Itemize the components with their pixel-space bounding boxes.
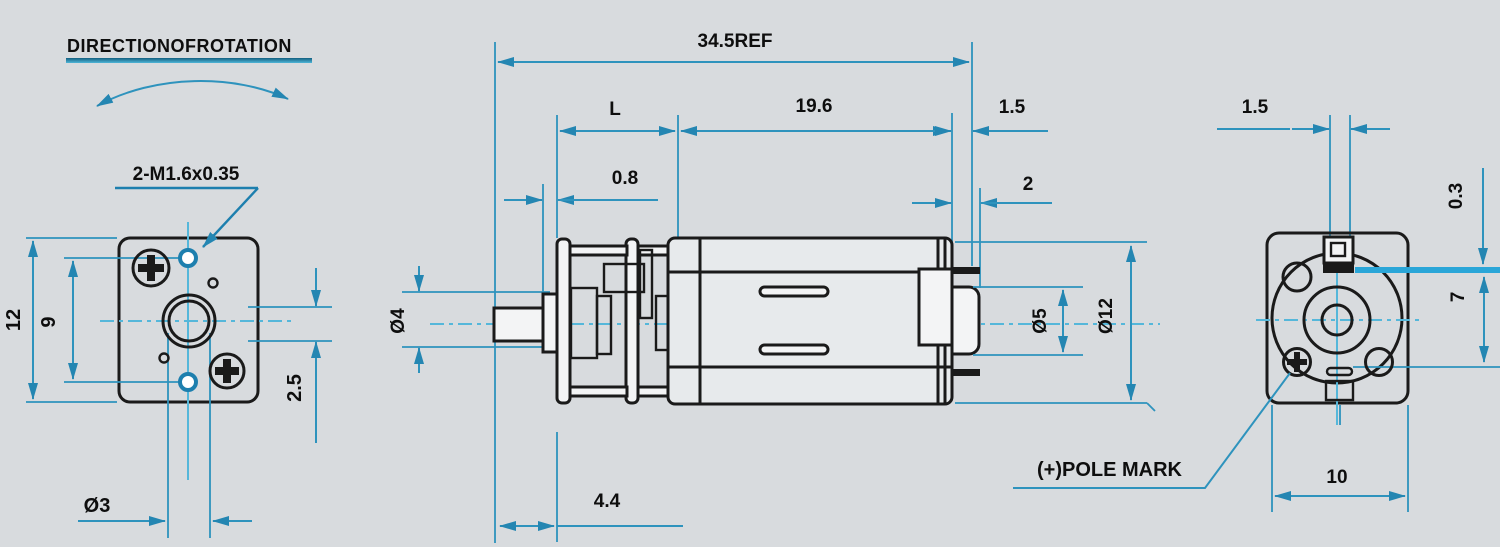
overall-dim-label: 34.5REF: [698, 31, 773, 52]
shaft-dia-extension-lines: [402, 291, 550, 348]
gearbox-tie-rod-bottom-right: [636, 385, 671, 398]
shaft-dia-label: Ø4: [388, 308, 409, 334]
end-cap-boss: [950, 285, 981, 356]
gearbox-mid-plate: [624, 237, 640, 405]
gear-column: [638, 248, 654, 320]
dia3-label: Ø3: [84, 495, 111, 517]
motor-length-label: 19.6: [796, 96, 833, 117]
endcap-dim-label: 2: [1023, 174, 1034, 195]
rear-hole-top-left: [1281, 261, 1313, 293]
terminal-bottom: [952, 369, 980, 376]
motor-body: [666, 236, 954, 406]
rear-terminal-label: 1.5: [1242, 97, 1269, 118]
dim12-extension-lines: [26, 237, 117, 403]
body-dia-label: Ø12: [1096, 298, 1117, 334]
screw-top-left-cross-v: [147, 255, 155, 281]
direction-of-rotation-label: DIRECTIONOFROTATION: [67, 36, 292, 56]
rear-hole-bottom-right: [1364, 347, 1394, 377]
boss-dim-label: 0.8: [612, 168, 638, 189]
pole-mark-cross-v: [1294, 352, 1300, 372]
bottom-margin: [0, 547, 1500, 560]
bearing-collar: [541, 292, 559, 354]
rotation-arrow: [96, 80, 289, 107]
dim2p5-label: 2.5: [284, 374, 306, 402]
pole-mark-leader: [1013, 372, 1291, 489]
mount-hole-bottom: [178, 372, 198, 392]
terminal-top: [952, 267, 980, 274]
rear-bottom-bracket: [1324, 379, 1355, 402]
cap-boss-extension-lines: [973, 286, 1083, 356]
gearbox-front-plate: [555, 237, 572, 405]
side-view: 34.5REF L 19.6 1.5 0.8 2 Ø4: [388, 31, 1160, 543]
gearbox-tie-rod-top-left: [568, 244, 629, 257]
shaft-boss-inner: [167, 299, 211, 343]
thread-callout-leader: [202, 187, 259, 248]
screw-top-left: [131, 248, 171, 288]
front-view: 12 9 2.5 Ø3 2-M1.6x0.35: [3, 164, 332, 538]
gearbox-tie-rod-bottom-left: [568, 385, 629, 398]
rear-slot: [1325, 366, 1354, 377]
screw-bottom-right: [208, 352, 246, 390]
brush-cap-notch: [917, 267, 954, 347]
screw-bottom-right-cross-v: [223, 359, 231, 383]
length-extension-lines: [556, 113, 953, 250]
rear-terminal-outer: [1322, 235, 1355, 265]
pole-mark-screw: [1282, 347, 1312, 377]
pole-mark-label: (+)POLE MARK: [1037, 459, 1183, 481]
mount-hole-top: [178, 248, 198, 268]
rear-terminal-inner: [1329, 241, 1347, 258]
cap-boss-label: Ø5: [1030, 308, 1051, 334]
gear-2: [595, 294, 613, 356]
terminal-thickness-label: 0.3: [1446, 183, 1467, 209]
motor-body-edge-lines: [668, 270, 952, 369]
terminal-dim-label: 1.5: [999, 97, 1026, 118]
dim12-label: 12: [3, 309, 25, 331]
dim10-label: 10: [1326, 467, 1347, 488]
output-shaft: [492, 306, 548, 343]
vent-slot-bottom: [758, 343, 830, 356]
gear-pinion-top: [602, 262, 646, 294]
dim9-label: 9: [38, 316, 60, 327]
rotation-note: DIRECTIONOFROTATION: [66, 36, 312, 107]
dim10-extension-lines: [1271, 405, 1409, 512]
dim9-extension-lines: [64, 257, 184, 383]
rear-center-boss: [1302, 285, 1372, 355]
rear-terminal-pad: [1323, 263, 1354, 273]
vent-slot-top: [758, 285, 830, 298]
rear-view: 1.5 0.3 7 10 (+)POLE MARK: [1013, 97, 1500, 512]
shaft-length-label: 4.4: [594, 491, 621, 512]
pilot-dot-bottom: [158, 352, 170, 364]
pilot-dot-top: [207, 277, 219, 289]
gearbox-length-label: L: [609, 99, 621, 120]
thread-callout-label: 2-M1.6x0.35: [133, 164, 240, 185]
dim7-label: 7: [1448, 292, 1469, 303]
body-dia-extension-lines: [955, 241, 1156, 412]
title-underline: [66, 58, 312, 63]
shaft-boss-outer: [161, 293, 217, 349]
rear-center-hole: [1320, 303, 1354, 337]
